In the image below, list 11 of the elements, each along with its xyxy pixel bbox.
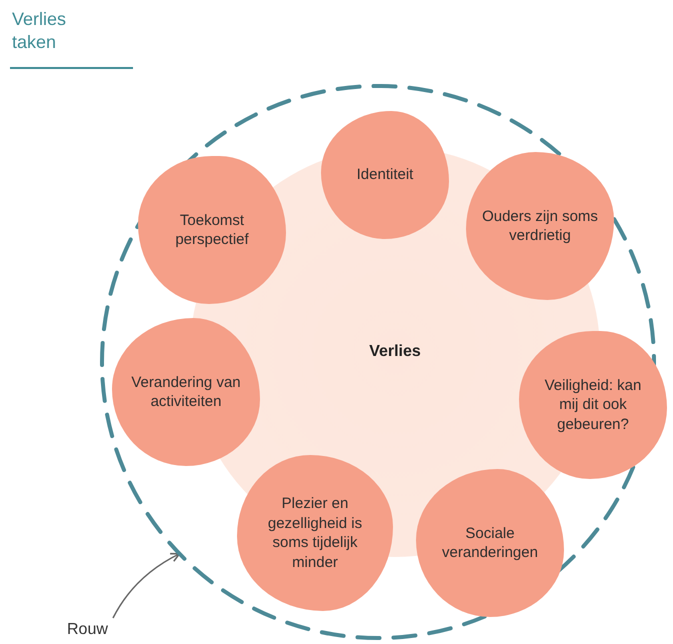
title: Verlies taken	[12, 8, 68, 54]
topic-blob: Veiligheid: kan mij dit ook gebeuren?	[519, 331, 667, 479]
topic-blob: Identiteit	[321, 111, 449, 239]
topic-blob: Verandering van activiteiten	[112, 318, 260, 466]
topic-blob: Toekomst perspectief	[138, 156, 286, 304]
leader-arrow	[112, 552, 180, 618]
ring-label: Rouw	[67, 621, 108, 639]
center-label: Verlies	[355, 340, 435, 364]
topic-blob: Sociale veranderingen	[416, 469, 564, 617]
topic-blob: Ouders zijn soms verdrietig	[466, 152, 614, 300]
topic-blob: Plezier en gezelligheid is soms tijdelijk minder	[237, 455, 393, 611]
